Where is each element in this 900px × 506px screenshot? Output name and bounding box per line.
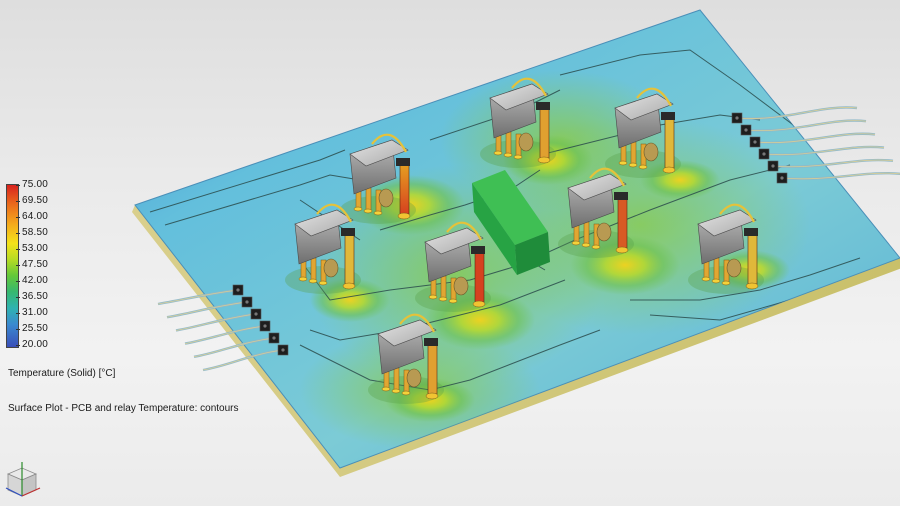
legend-tick: 69.50 bbox=[15, 195, 49, 206]
legend-tick: 20.00 bbox=[15, 339, 49, 350]
relay[interactable] bbox=[285, 203, 361, 294]
relay[interactable] bbox=[558, 167, 634, 258]
legend-ticks: 75.00 69.50 64.00 58.50 53.00 47.50 42.0… bbox=[15, 179, 82, 351]
hot-spot bbox=[425, 290, 535, 350]
connector[interactable] bbox=[731, 106, 900, 184]
legend-tick: 25.50 bbox=[15, 323, 49, 334]
legend-tick: 31.00 bbox=[15, 307, 49, 318]
relay[interactable] bbox=[368, 313, 444, 404]
relay[interactable] bbox=[415, 221, 491, 312]
relay[interactable] bbox=[605, 87, 681, 178]
hot-spot bbox=[640, 160, 720, 200]
legend-tick: 58.50 bbox=[15, 227, 49, 238]
legend-colorbar bbox=[6, 184, 19, 348]
legend-tick: 75.00 bbox=[15, 179, 49, 190]
legend-tick: 64.00 bbox=[15, 211, 49, 222]
legend-tick: 42.00 bbox=[15, 275, 49, 286]
relay[interactable] bbox=[480, 77, 556, 168]
capacitor[interactable] bbox=[472, 170, 550, 275]
relay[interactable] bbox=[340, 133, 416, 224]
legend-tick: 47.50 bbox=[15, 259, 49, 270]
relay[interactable] bbox=[688, 203, 764, 294]
legend-tick: 53.00 bbox=[15, 243, 49, 254]
legend-tick: 36.50 bbox=[15, 291, 49, 302]
hot-spot bbox=[570, 235, 680, 295]
legend-title: Temperature (Solid) [°C] bbox=[8, 368, 116, 379]
connector[interactable] bbox=[157, 284, 289, 372]
temperature-legend: 75.00 69.50 64.00 58.50 53.00 47.50 42.0… bbox=[6, 179, 76, 350]
hot-spot bbox=[310, 278, 390, 322]
plot-subtitle: Surface Plot - PCB and relay Temperature… bbox=[8, 403, 239, 414]
axis-triad-icon[interactable] bbox=[4, 456, 44, 500]
